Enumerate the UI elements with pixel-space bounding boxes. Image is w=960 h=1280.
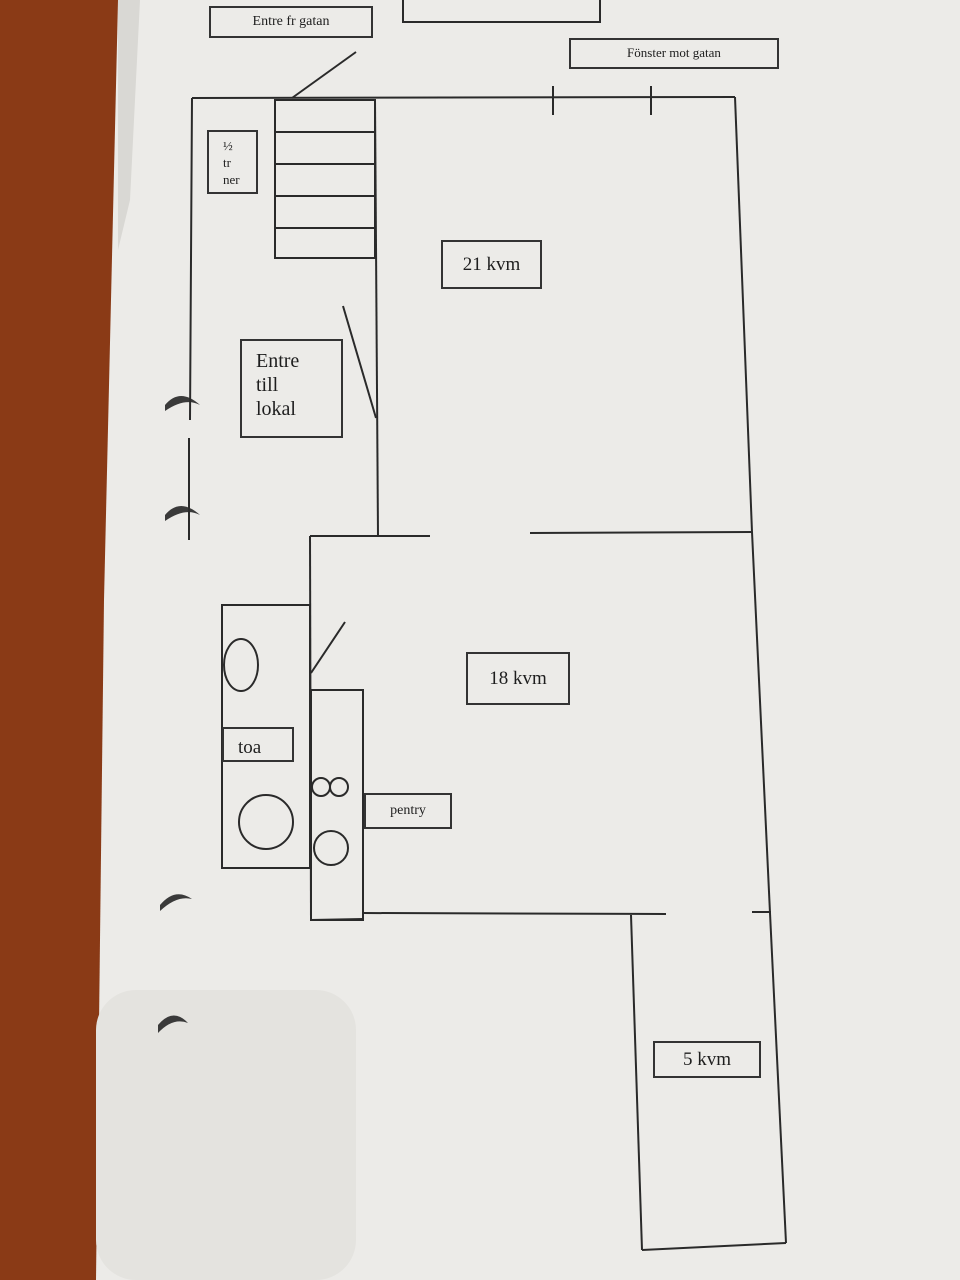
- entre-fr-gatan-label: Entre fr gatan: [209, 6, 373, 38]
- shadow-area: [96, 990, 356, 1280]
- tr-label: tr: [223, 154, 231, 170]
- sink-icon: [223, 638, 259, 692]
- small-room-wall-right: [769, 912, 787, 1244]
- entrance-door: [291, 51, 357, 99]
- binder-holes: [158, 396, 200, 1033]
- ner-label: ner: [223, 171, 240, 187]
- stove-burner-icon: [329, 777, 349, 797]
- small-room-wall-left: [630, 914, 643, 1251]
- paper-shadow: [118, 0, 140, 250]
- bottom-wall: [310, 918, 364, 921]
- toilet-door: [310, 621, 346, 674]
- toa-label: toa: [222, 727, 294, 762]
- entre-word: Entre: [256, 350, 300, 372]
- small-room-bottom: [641, 1242, 787, 1251]
- pentry-label: pentry: [364, 793, 452, 829]
- half-label: ½: [223, 138, 233, 153]
- toilet-bowl-icon: [238, 794, 294, 850]
- right-wall-upper: [734, 96, 753, 533]
- lokal-word: lokal: [256, 398, 296, 420]
- right-wall-lower: [751, 531, 771, 914]
- room-5-label: 5 kvm: [653, 1041, 761, 1078]
- bottom-wall-main: [362, 912, 667, 915]
- entre-till-lokal-label: Entre till lokal: [240, 339, 343, 438]
- till-word: till: [256, 374, 279, 396]
- corridor-wall: [374, 99, 379, 537]
- middle-wall-right: [529, 531, 753, 534]
- outer-wall-left: [188, 97, 193, 540]
- room-21-label: 21 kvm: [441, 240, 542, 289]
- top-wall: [191, 96, 736, 99]
- room-18-label: 18 kvm: [466, 652, 570, 705]
- street-name-box: [402, 0, 601, 23]
- lokal-door: [342, 305, 377, 419]
- fonster-mot-gatan-label: Fönster mot gatan: [569, 38, 779, 69]
- half-tr-ner-label: ½ tr ner: [207, 130, 258, 194]
- stove-burner-icon: [313, 830, 349, 866]
